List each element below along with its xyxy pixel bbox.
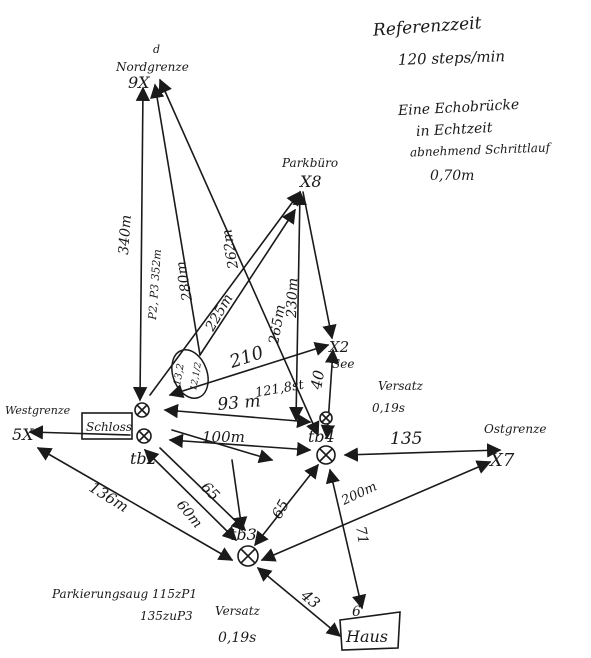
ostgrenze-label: Ostgrenze [484, 422, 547, 436]
haus-label: Haus [345, 627, 388, 646]
label-135: 135 [390, 429, 422, 449]
label-225m: 225m [202, 291, 236, 335]
line-tb2-tb3-b [159, 447, 247, 531]
tb2-upper-marker [134, 402, 150, 418]
oval-top-text: 13,2 [172, 363, 187, 387]
tb2-marker [136, 428, 152, 444]
line-tb2-tb4-upper [163, 403, 312, 429]
westgrenze-label: Westgrenze [5, 404, 71, 417]
line-tb2-parkbuero-1 [150, 83, 201, 356]
see-mark: X2 [328, 338, 349, 356]
label-40: 40 [307, 368, 328, 391]
line-parkbuero-see [302, 191, 337, 340]
oval-label [171, 349, 209, 399]
label-136m: 136m [86, 478, 132, 516]
label-230m: 230m [284, 278, 301, 320]
westgrenze-mark: 5X [12, 425, 34, 444]
tb2-label: tb2 [130, 449, 157, 468]
versatz-bottom-value: 0,19s [218, 630, 257, 646]
tb4-marker [316, 445, 336, 465]
line-ostgrenze-tb3 [260, 460, 492, 562]
haus-num: 6 [352, 604, 361, 620]
tb3-label: tb3 [230, 525, 257, 544]
line-tb2-tb4-diag [171, 429, 274, 464]
label-65a: 65 [197, 478, 223, 504]
parkbuero-mark: X8 [298, 172, 322, 191]
label-262m: 262m [219, 228, 242, 271]
schloss-label: Schloss [86, 420, 132, 434]
line-tb2-tb3 [143, 448, 238, 542]
line-tb2-tb4-100 [168, 433, 312, 457]
label-121: 121,8st [254, 378, 306, 401]
tb4-upper-marker [319, 411, 333, 425]
label-71: 71 [352, 525, 371, 545]
park-line2: 135zuP3 [140, 609, 193, 623]
versatz-bottom-label: Versatz [215, 604, 260, 618]
versatz-right-label: Versatz [378, 379, 423, 393]
line-tb4-haus [325, 468, 367, 610]
label-43: 43 [297, 586, 324, 613]
label-p2: P2, P3 352m [146, 249, 164, 321]
oval-bottom-text: 12,1/2 [189, 361, 204, 391]
nordgrenze-label: Nordgrenze [115, 60, 189, 74]
ostgrenze-mark: X7 [488, 450, 515, 471]
label-200m: 200m [338, 479, 379, 509]
echo-value: 0,70m [430, 168, 475, 184]
haus-box [339, 611, 401, 651]
nordgrenze-d: d [153, 43, 160, 56]
label-60m: 60m [173, 497, 205, 531]
tb3-marker [237, 545, 259, 567]
label-265m: 265m [266, 304, 289, 347]
line-tb2-parkbuero-3 [199, 208, 296, 356]
line-tb4-tb3-b [231, 459, 248, 532]
parkbuero-label: Parkbüro [281, 156, 338, 170]
versatz-right-value: 0,19s [372, 401, 405, 415]
label-100m: 100m [202, 428, 245, 446]
line-westgrenze-tb3 [36, 447, 234, 561]
line-tb2-westgrenze [28, 425, 131, 440]
tb4-label: tb4 [308, 427, 335, 446]
line-tb3-haus [256, 567, 342, 637]
line-tb4-ostgrenze [343, 443, 502, 462]
label-93m: 93 m [217, 391, 262, 415]
nordgrenze-mark: 9X [128, 73, 150, 92]
label-210: 210 [226, 342, 266, 373]
label-340m: 340m [116, 214, 135, 255]
line-tb2-nordgrenze [132, 86, 151, 402]
park-line1: Parkierungsaug 115zP1 [52, 587, 197, 601]
line-tb2-see [168, 342, 330, 398]
schloss-box [81, 412, 133, 440]
label-280m: 280m [173, 260, 196, 303]
see-label: See [332, 357, 354, 371]
